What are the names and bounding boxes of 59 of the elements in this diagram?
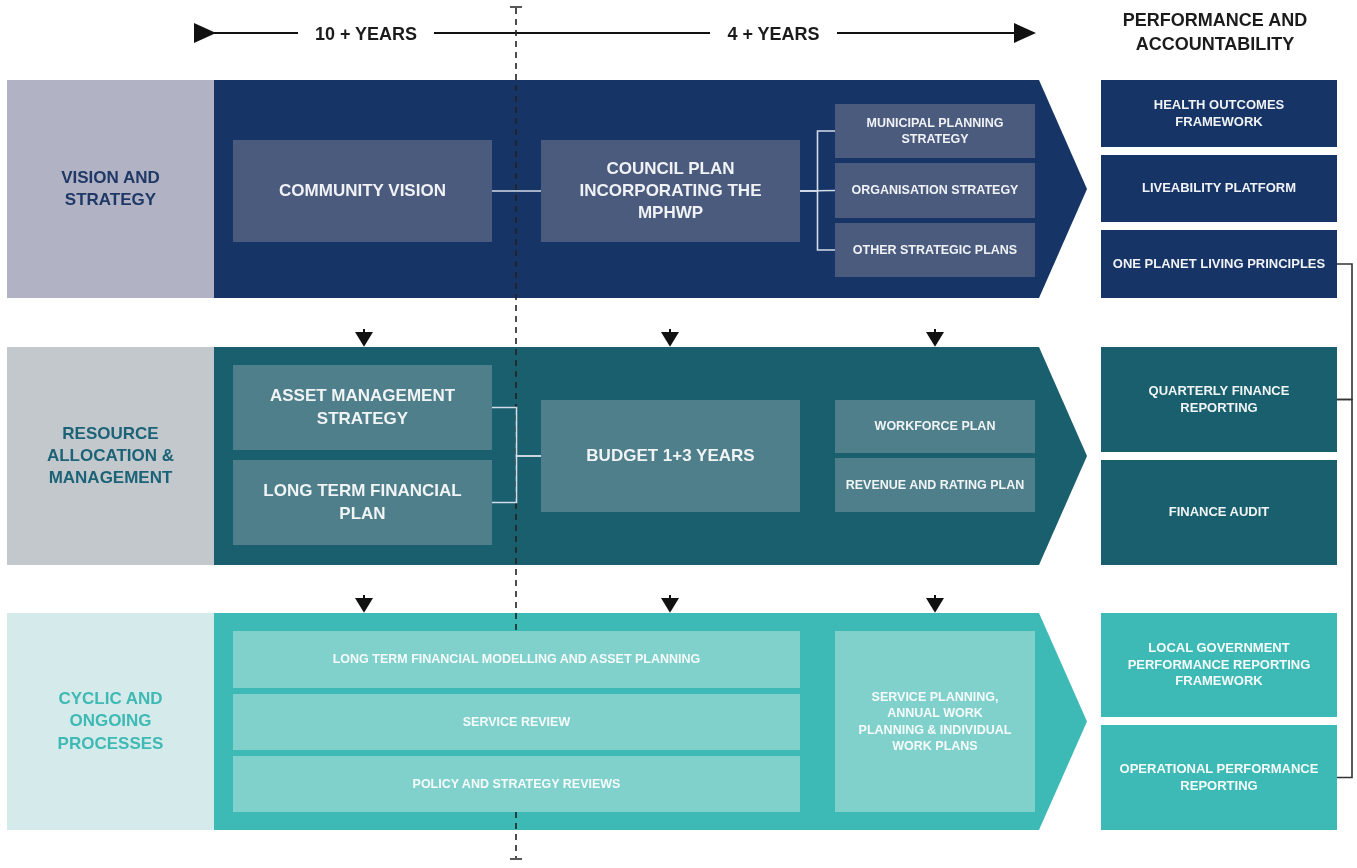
- box-label: POLICY AND STRATEGY REVIEWS: [412, 775, 621, 793]
- connector-line: [1336, 263, 1353, 401]
- process-box: [233, 140, 492, 242]
- process-box: [835, 458, 1035, 512]
- row-heading: VISION AND STRATEGY: [60, 166, 161, 211]
- process-box: [233, 694, 800, 750]
- row-heading-box: [7, 613, 214, 830]
- timeline-label: 10 + YEARS: [313, 23, 419, 46]
- row-heading-box: [7, 347, 214, 565]
- report-box: [1101, 725, 1337, 830]
- report-box: [1101, 80, 1337, 147]
- row-heading: CYCLIC AND ONGOING PROCESSES: [56, 688, 165, 755]
- process-box: [233, 756, 800, 812]
- box-label: LONG TERM FINANCIAL PLAN: [262, 480, 463, 525]
- box-label: LIVEABILITY PLATFORM: [1141, 180, 1297, 197]
- box-label: OPERATIONAL PERFORMANCE REPORTING: [1118, 760, 1320, 795]
- timeline-label: 4 + YEARS: [726, 23, 821, 46]
- box-label: SERVICE REVIEW: [462, 713, 571, 731]
- process-box: [233, 365, 492, 450]
- process-box: [835, 104, 1035, 158]
- process-box: [541, 400, 800, 512]
- arrow-band: [214, 613, 1087, 830]
- box-label: QUARTERLY FINANCE REPORTING: [1147, 382, 1291, 417]
- arrow-band: [214, 347, 1087, 565]
- connector-line: [491, 190, 542, 192]
- box-label: MUNICIPAL PLANNING STRATEGY: [865, 114, 1005, 148]
- process-box: [233, 631, 800, 688]
- box-label: COMMUNITY VISION: [279, 179, 446, 202]
- report-box: [1101, 155, 1337, 222]
- box-label: BUDGET 1+3 YEARS: [586, 444, 755, 467]
- process-box: [233, 460, 492, 545]
- connector-line: [799, 190, 836, 251]
- process-box: [835, 223, 1035, 277]
- process-box: [835, 400, 1035, 453]
- box-label: LOCAL GOVERNMENT PERFORMANCE REPORTING FRAMEWORK: [1126, 639, 1312, 691]
- report-box: [1101, 460, 1337, 565]
- box-label: LONG TERM FINANCIAL MODELLING AND ASSET PLANNING: [332, 651, 701, 668]
- process-box: [541, 140, 800, 242]
- column-heading: PERFORMANCE AND ACCOUNTABILITY: [1121, 9, 1309, 56]
- box-label: SERVICE PLANNING, ANNUAL WORK PLANNING & INDIVIDUAL WORK PLANS: [857, 689, 1013, 754]
- arrow-band: [214, 80, 1087, 298]
- box-label: REVENUE AND RATING PLAN: [845, 476, 1025, 494]
- row-heading-box: [7, 80, 214, 298]
- report-box: [1101, 230, 1337, 298]
- process-box: [835, 163, 1035, 218]
- report-box: [1101, 613, 1337, 717]
- box-label: ASSET MANAGEMENT STRATEGY: [268, 385, 457, 430]
- connector-line: [491, 455, 542, 504]
- connector-line: [1336, 398, 1353, 779]
- box-label: HEALTH OUTCOMES FRAMEWORK: [1152, 96, 1286, 131]
- row-heading: RESOURCE ALLOCATION & MANAGEMENT: [45, 422, 176, 490]
- box-label: ORGANISATION STRATEGY: [851, 182, 1019, 199]
- box-label: OTHER STRATEGIC PLANS: [852, 241, 1018, 259]
- box-label: FINANCE AUDIT: [1168, 504, 1270, 521]
- box-label: COUNCIL PLAN INCORPORATING THE MPHWP: [578, 157, 763, 225]
- process-box: [835, 631, 1035, 812]
- box-label: WORKFORCE PLAN: [874, 418, 996, 435]
- report-box: [1101, 347, 1337, 452]
- box-label: ONE PLANET LIVING PRINCIPLES: [1112, 255, 1326, 273]
